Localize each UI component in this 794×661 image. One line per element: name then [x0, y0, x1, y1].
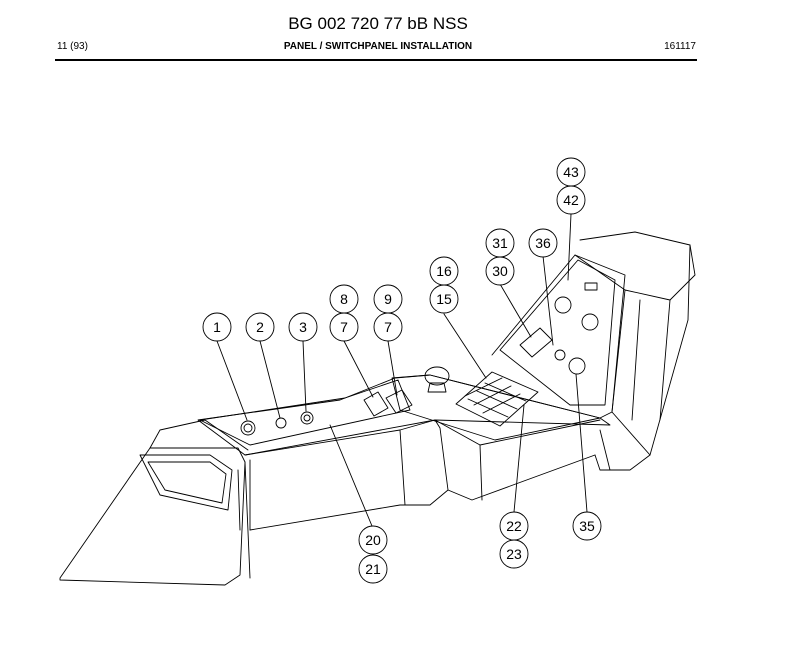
callout-20: 20 — [358, 525, 388, 555]
svg-text:1: 1 — [213, 319, 221, 335]
svg-text:35: 35 — [579, 518, 595, 534]
svg-text:7: 7 — [340, 319, 348, 335]
callout-8: 8 — [329, 284, 359, 314]
callout-16: 16 — [429, 256, 459, 286]
panel-components — [240, 282, 599, 436]
svg-text:43: 43 — [563, 164, 579, 180]
document-title: BG 002 720 77 bB NSS — [288, 14, 468, 33]
svg-text:16: 16 — [436, 263, 452, 279]
emergency-stop-icon — [424, 366, 450, 386]
page-number: 11 (93) — [57, 41, 88, 52]
svg-text:3: 3 — [299, 319, 307, 335]
svg-text:23: 23 — [506, 546, 522, 562]
svg-text:9: 9 — [384, 291, 392, 307]
callout-2: 2 — [245, 312, 275, 342]
callout-9: 9 — [373, 284, 403, 314]
callout-42: 42 — [556, 185, 586, 215]
led-indicator-icon — [554, 349, 566, 361]
svg-text:8: 8 — [340, 291, 348, 307]
header-rule — [55, 59, 697, 61]
console-body — [59, 231, 696, 586]
svg-text:36: 36 — [535, 235, 551, 251]
callout-43: 43 — [556, 157, 586, 187]
round-connector-icon — [240, 420, 256, 436]
rocker-switch-icon — [385, 389, 413, 414]
svg-text:7: 7 — [384, 319, 392, 335]
svg-text:42: 42 — [563, 192, 579, 208]
leader-lines — [216, 213, 588, 527]
callout-balloons: 1 2 3 8 7 9 7 16 15 31 30 36 43 42 20 21… — [202, 157, 602, 584]
plug-icon — [275, 417, 287, 429]
rocker-switch-icon — [363, 391, 389, 417]
svg-text:20: 20 — [365, 532, 381, 548]
callout-7a: 7 — [329, 312, 359, 342]
svg-text:15: 15 — [436, 291, 452, 307]
callout-36: 36 — [528, 228, 558, 258]
callout-1: 1 — [202, 312, 232, 342]
callout-31: 31 — [485, 228, 515, 258]
callout-15: 15 — [429, 284, 459, 314]
callout-30: 30 — [485, 256, 515, 286]
callout-3: 3 — [288, 312, 318, 342]
svg-text:31: 31 — [492, 235, 508, 251]
document-date: 161117 — [664, 41, 696, 52]
selector-knob-icon — [581, 313, 599, 331]
callout-35: 35 — [572, 511, 602, 541]
display-icon — [519, 327, 553, 358]
rotary-knob-icon — [300, 411, 314, 425]
small-switch-icon — [584, 282, 598, 291]
svg-text:30: 30 — [492, 263, 508, 279]
callout-21: 21 — [358, 554, 388, 584]
switch-panel-plates — [199, 259, 616, 446]
svg-text:22: 22 — [506, 518, 522, 534]
callout-7b: 7 — [373, 312, 403, 342]
selector-knob-icon — [554, 296, 572, 314]
callout-23: 23 — [499, 539, 529, 569]
callout-22: 22 — [499, 511, 529, 541]
round-button-icon — [568, 357, 586, 375]
svg-text:2: 2 — [256, 319, 264, 335]
svg-text:21: 21 — [365, 561, 381, 577]
section-title: PANEL / SWITCHPANEL INSTALLATION — [283, 41, 473, 52]
keypad-icon — [455, 371, 539, 427]
